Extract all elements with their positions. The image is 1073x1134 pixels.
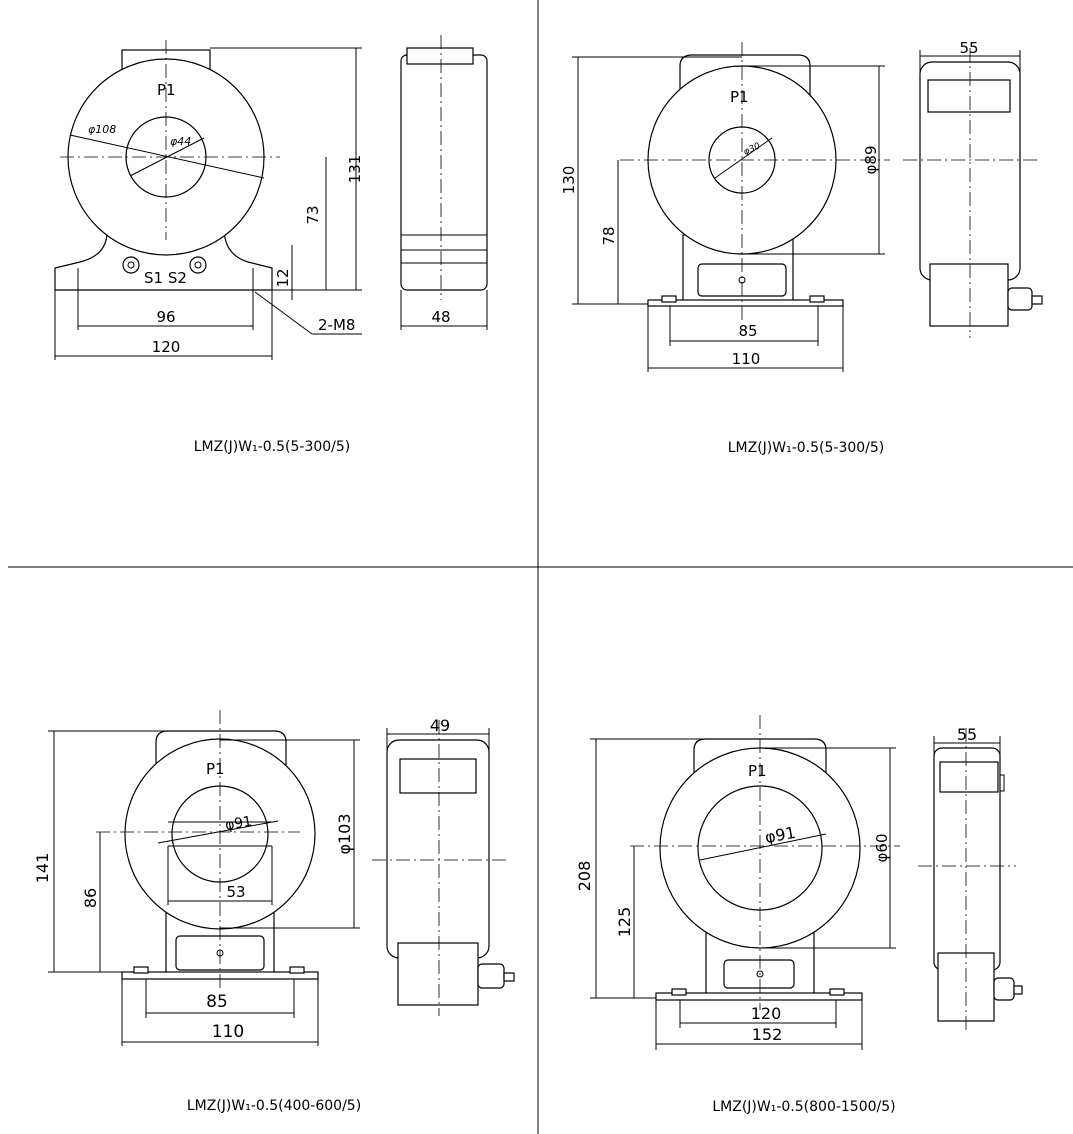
side-connector-tip	[503, 972, 515, 982]
p1-label: P1	[206, 760, 225, 778]
base-plate	[655, 992, 863, 1001]
window-width-label: 53	[226, 883, 245, 901]
front-view: φ30 P1 130 78 φ89 85 110	[560, 42, 890, 372]
panel-4: φ91 P1 208 125 φ60 120 152	[575, 715, 1023, 1115]
outer-dia-label: φ89	[862, 146, 880, 175]
side-top-block	[927, 79, 1011, 113]
hole-spacing-label: 96	[156, 308, 175, 326]
base-width-label: 152	[752, 1025, 783, 1044]
base-lug-left	[133, 966, 149, 974]
terminal-s1-screw	[127, 261, 135, 269]
bolt-leader	[254, 291, 313, 335]
hole-spacing-label: 85	[738, 322, 757, 340]
side-body	[400, 54, 488, 291]
inner-dia-label: φ91	[224, 813, 253, 833]
hole-spacing-label: 120	[751, 1004, 782, 1023]
s1-s2-label: S1 S2	[144, 269, 187, 287]
terminal-s2	[189, 256, 207, 274]
nameplate-screw	[756, 970, 764, 978]
side-connector-tip	[1031, 295, 1043, 305]
outer-dia-label: φ103	[335, 813, 354, 854]
panel-3-caption: LMZ(J)W₁-0.5(400-600/5)	[187, 1098, 361, 1114]
base-lug-right	[289, 966, 305, 974]
center-height-label: 86	[81, 888, 100, 908]
side-connector	[993, 977, 1015, 1001]
inner-dia-label: φ44	[170, 135, 191, 148]
outer-dia-label: φ108	[88, 123, 116, 136]
height-label: 130	[560, 166, 578, 195]
base-height-label: 12	[274, 268, 292, 287]
panel-1-caption: LMZ(J)W₁-0.5(5-300/5)	[194, 439, 351, 455]
terminal-s2-screw	[194, 261, 202, 269]
base-plate	[647, 299, 844, 307]
p1-label: P1	[730, 88, 749, 106]
side-view: 48	[400, 35, 488, 330]
front-view: φ91 P1 53 141 86 φ103 85 110	[33, 710, 360, 1046]
outer-dia-label: φ60	[873, 834, 891, 863]
base-lug-left	[671, 988, 687, 996]
panel-1: φ108 φ44 P1 S1 S2 131 73 12 96 120 2-M8	[54, 35, 488, 455]
depth-label: 55	[959, 39, 978, 57]
side-top-block	[939, 761, 999, 793]
depth-label: 55	[957, 725, 977, 744]
inner-dia-leader	[714, 137, 773, 179]
front-view: φ91 P1 208 125 φ60 120 152	[575, 715, 900, 1050]
panel-2: φ30 P1 130 78 φ89 85 110	[560, 39, 1043, 456]
side-view: 55	[903, 39, 1043, 338]
base-lug-right	[809, 295, 825, 303]
p1-label: P1	[748, 762, 767, 780]
side-connector	[477, 963, 505, 989]
base-lug-right	[829, 988, 845, 996]
panel-4-caption: LMZ(J)W₁-0.5(800-1500/5)	[712, 1099, 895, 1115]
side-terminal-block	[406, 47, 474, 65]
base-width-label: 110	[212, 1022, 244, 1042]
inner-dia-leader	[157, 820, 279, 844]
base-lug-left	[661, 295, 677, 303]
center-height-label: 78	[600, 226, 618, 245]
base-width-label: 120	[152, 338, 181, 356]
panel-3: φ91 P1 53 141 86 φ103 85 110	[33, 710, 515, 1114]
height-label: 208	[575, 861, 594, 892]
height-label: 131	[346, 155, 364, 184]
depth-label: 48	[431, 308, 450, 326]
inner-dia-leader	[129, 137, 205, 177]
side-terminal-box	[929, 263, 1009, 327]
side-connector	[1007, 287, 1033, 311]
side-view: 49	[372, 716, 515, 1016]
base-width-label: 110	[732, 350, 761, 368]
terminal-s1	[122, 256, 140, 274]
side-connector-tip	[1013, 985, 1023, 995]
hole-spacing-label: 85	[206, 992, 228, 1012]
depth-label: 49	[430, 716, 450, 735]
nameplate	[723, 959, 795, 989]
side-top-tab	[999, 774, 1005, 792]
panel-2-caption: LMZ(J)W₁-0.5(5-300/5)	[728, 440, 885, 456]
front-view: φ108 φ44 P1 S1 S2 131 73 12 96 120 2-M8	[54, 40, 364, 360]
center-height-label: 73	[304, 205, 322, 224]
center-height-label: 125	[615, 907, 634, 938]
height-label: 141	[33, 853, 52, 884]
side-view: 55	[918, 725, 1023, 1030]
bolt-label: 2-M8	[318, 316, 355, 334]
inner-dia-leader	[699, 833, 827, 861]
side-top-block	[399, 758, 477, 794]
p1-label: P1	[157, 81, 176, 99]
side-terminal-box	[397, 942, 479, 1006]
